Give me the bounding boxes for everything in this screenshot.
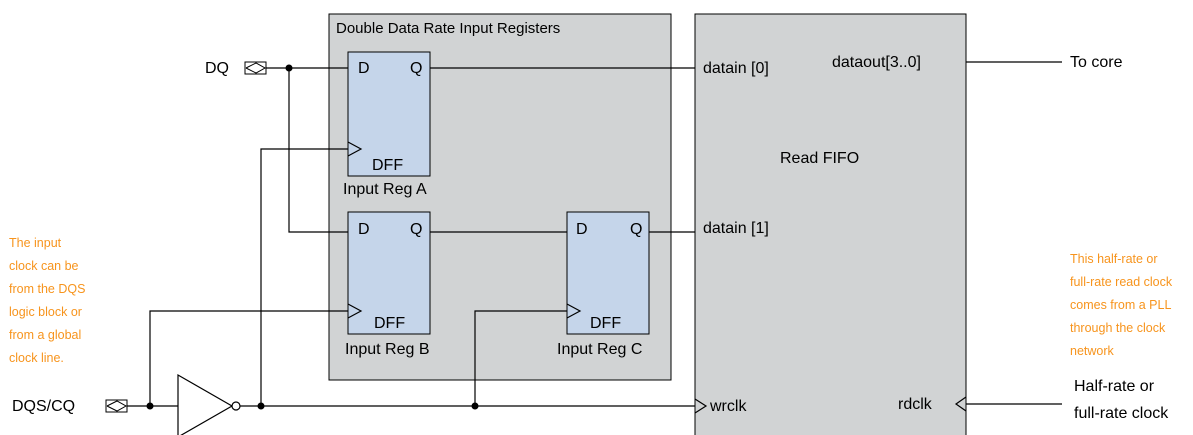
note-left-line: clock line. — [9, 351, 64, 365]
reg-b-type: DFF — [374, 315, 405, 332]
inv-to-reg-a-clock-wire — [260, 148, 348, 406]
reg-c-caption: Input Reg C — [557, 341, 642, 358]
note-left-line: The input — [9, 236, 62, 250]
reg-b-body — [347, 211, 431, 335]
input-clock-note: The input clock can be from the DQS logi… — [9, 236, 85, 365]
reg-a-type: DFF — [372, 157, 403, 174]
read-fifo-title: Read FIFO — [780, 150, 859, 167]
note-right-line: This half-rate or — [1070, 252, 1158, 266]
ddr-registers-title: Double Data Rate Input Registers — [336, 20, 560, 37]
read-clock-note: This half-rate or full-rate read clock c… — [1070, 252, 1173, 358]
reg-a-q-label: Q — [410, 60, 422, 77]
fifo-port-rdclk: rdclk — [898, 396, 933, 413]
inv-to-reg-c-clock-wire — [474, 310, 567, 406]
reg-c-d-label: D — [576, 221, 588, 238]
reg-a-d-label: D — [358, 60, 370, 77]
dqs-pad-icon — [105, 399, 128, 413]
input-reg-b: D Q DFF Input Reg B — [345, 211, 431, 358]
note-right-line: network — [1070, 344, 1115, 358]
dq-pin-label: DQ — [205, 60, 229, 77]
dq-pad-icon — [244, 61, 267, 75]
reg-c-type: DFF — [590, 315, 621, 332]
input-reg-c: D Q DFF Input Reg C — [557, 211, 650, 358]
reg-b-d-label: D — [358, 221, 370, 238]
reg-a-clock-triangle — [347, 141, 363, 157]
note-right-line: full-rate read clock — [1070, 275, 1173, 289]
reg-c-clock-triangle — [566, 303, 582, 319]
note-right-line: comes from a PLL — [1070, 298, 1171, 312]
fifo-port-wrclk: wrclk — [709, 398, 747, 415]
dqs-pin-label: DQS/CQ — [12, 398, 75, 415]
clock-source-label-2: full-rate clock — [1074, 405, 1169, 422]
dqs-to-reg-b-clock-wire — [149, 310, 348, 406]
dq-to-reg-b-wire — [288, 68, 348, 233]
input-reg-a: D Q DFF Input Reg A — [343, 51, 431, 198]
clock-source-label-1: Half-rate or — [1074, 378, 1155, 395]
inverter-symbol — [177, 373, 241, 435]
to-core-label: To core — [1070, 54, 1123, 71]
reg-a-caption: Input Reg A — [343, 181, 427, 198]
note-left-line: from a global — [9, 328, 81, 342]
reg-b-q-label: Q — [410, 221, 422, 238]
wrclk-port-triangle — [694, 398, 708, 414]
reg-b-caption: Input Reg B — [345, 341, 430, 358]
note-left-line: logic block or — [9, 305, 82, 319]
reg-c-q-label: Q — [630, 221, 642, 238]
reg-a-body — [347, 51, 431, 177]
reg-c-body — [566, 211, 650, 335]
fifo-port-datain0: datain [0] — [703, 60, 769, 77]
note-right-line: through the clock — [1070, 321, 1166, 335]
read-fifo-block — [694, 13, 967, 435]
fifo-port-dataout: dataout[3..0] — [832, 54, 921, 71]
note-left-line: clock can be — [9, 259, 79, 273]
reg-b-clock-triangle — [347, 303, 363, 319]
fifo-port-datain1: datain [1] — [703, 220, 769, 237]
rdclk-port-triangle — [954, 396, 967, 412]
note-left-line: from the DQS — [9, 282, 85, 296]
